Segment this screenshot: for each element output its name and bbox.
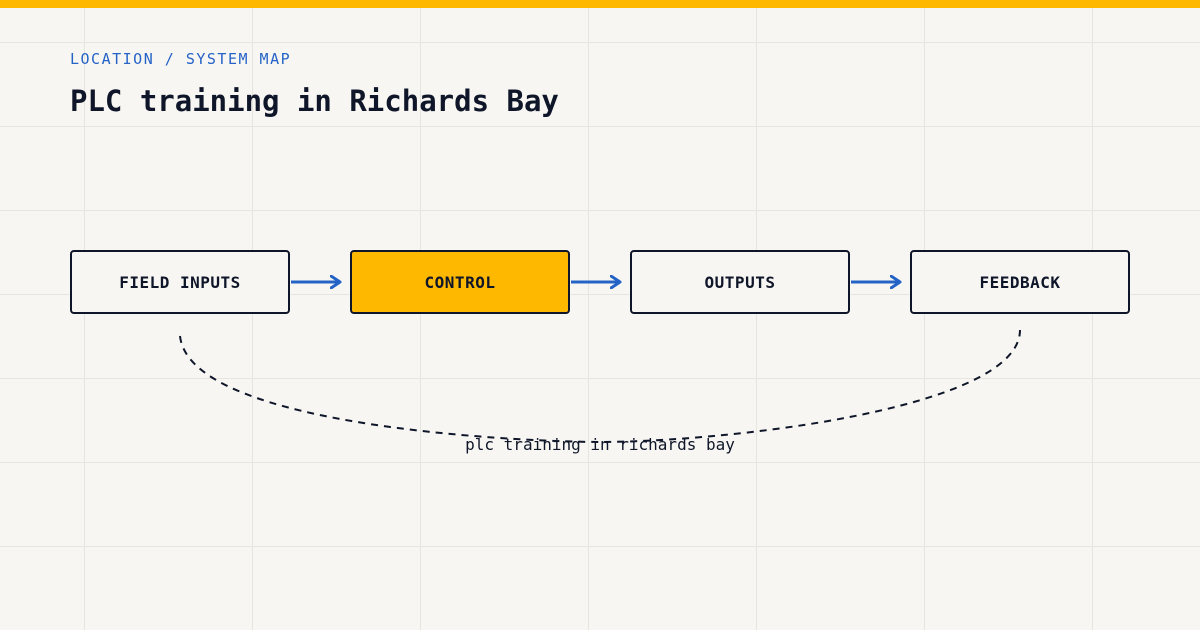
node-label: FEEDBACK — [979, 272, 1061, 292]
node-label: FIELD INPUTS — [119, 272, 241, 292]
page-title: PLC training in Richards Bay — [70, 84, 559, 118]
node-outputs: OUTPUTS — [630, 250, 850, 314]
node-control: CONTROL — [350, 250, 570, 314]
top-accent-bar — [0, 0, 1200, 8]
feedback-loop-curve — [179, 329, 1021, 444]
node-label: CONTROL — [424, 272, 496, 292]
node-field-inputs: FIELD INPUTS — [70, 250, 290, 314]
loop-label: plc training in richards bay — [465, 435, 735, 454]
node-label: OUTPUTS — [704, 272, 776, 292]
breadcrumb: LOCATION / SYSTEM MAP — [70, 50, 292, 68]
node-feedback: FEEDBACK — [910, 250, 1130, 314]
